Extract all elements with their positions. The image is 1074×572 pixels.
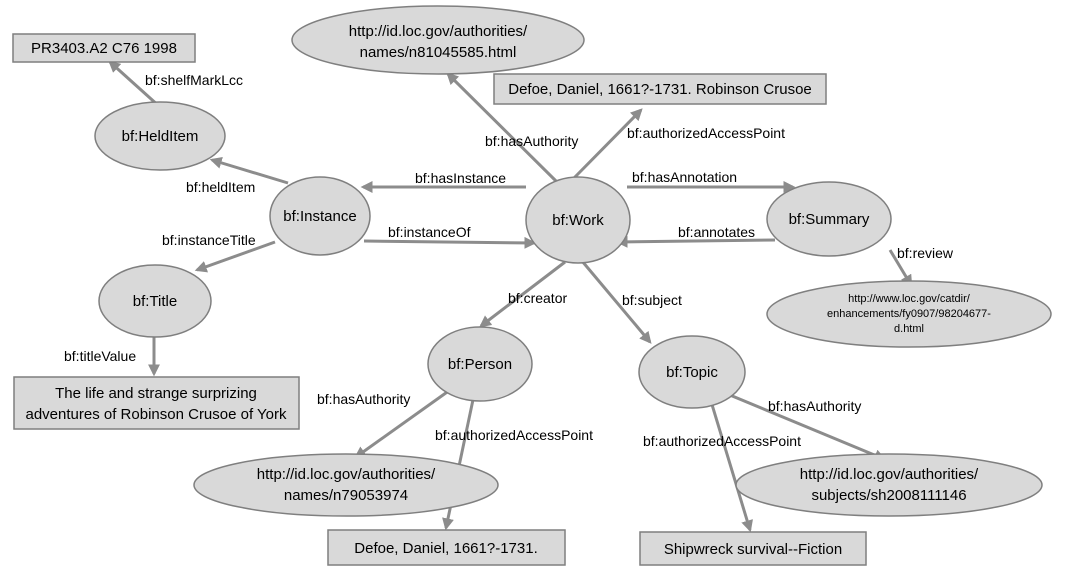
title-value-line-1: The life and strange surprizing xyxy=(55,385,257,402)
person-authority-node: http://id.loc.gov/authorities/ names/n79… xyxy=(193,453,499,517)
summary-node-label: bf:Summary xyxy=(789,211,870,228)
review-url-line-3: d.html xyxy=(894,323,924,335)
edge-label-hasannotation: bf:hasAnnotation xyxy=(632,169,737,185)
edge-person-hasauthority-line xyxy=(354,388,451,459)
instance-node: bf:Instance xyxy=(269,176,371,256)
helditem-node-label: bf:HeldItem xyxy=(122,128,199,145)
edge-label-instanceof: bf:instanceOf xyxy=(388,224,471,240)
edge-label-helditem: bf:heldItem xyxy=(186,179,255,195)
topic-authority-line-2: subjects/sh2008111146 xyxy=(811,487,966,504)
edge-label-work-hasauthority: bf:hasAuthority xyxy=(485,133,578,149)
edge-label-work-accesspoint: bf:authorizedAccessPoint xyxy=(627,125,785,141)
person-authority-line-1: http://id.loc.gov/authorities/ xyxy=(257,466,436,483)
topic-node-label: bf:Topic xyxy=(666,364,718,381)
work-authority-line-1: http://id.loc.gov/authorities/ xyxy=(349,23,528,40)
edge-topic-hasauthority-line xyxy=(724,391,887,461)
shelfmark-node: PR3403.A2 C76 1998 xyxy=(12,33,196,63)
title-node: bf:Title xyxy=(98,264,212,338)
topic-access-point-label: Shipwreck survival--Fiction xyxy=(664,541,842,558)
work-access-point-node: Defoe, Daniel, 1661?-1731. Robinson Crus… xyxy=(493,73,827,105)
edge-instanceof-line xyxy=(363,236,537,249)
person-node-label: bf:Person xyxy=(448,356,512,373)
edge-label-person-hasauthority: bf:hasAuthority xyxy=(317,391,410,407)
person-authority-line-2: names/n79053974 xyxy=(284,487,408,504)
topic-authority-node: http://id.loc.gov/authorities/ subjects/… xyxy=(735,453,1043,517)
title-value-node: The life and strange surprizing adventur… xyxy=(13,376,300,430)
edge-label-instancetitle: bf:instanceTitle xyxy=(162,232,256,248)
edge-topic-accesspoint-line xyxy=(708,397,753,533)
edge-annotates-line xyxy=(615,235,776,248)
edge-label-hasinstance: bf:hasInstance xyxy=(415,170,506,186)
edge-label-person-accesspoint: bf:authorizedAccessPoint xyxy=(435,427,593,443)
topic-node: bf:Topic xyxy=(638,335,746,409)
edge-label-topic-accesspoint: bf:authorizedAccessPoint xyxy=(643,433,801,449)
edge-creator-line xyxy=(479,260,566,328)
work-node-label: bf:Work xyxy=(552,212,604,229)
title-node-label: bf:Title xyxy=(133,293,177,310)
edge-label-shelfmark: bf:shelfMarkLcc xyxy=(145,72,243,88)
review-url-line-2: enhancements/fy0907/98204677- xyxy=(827,308,991,320)
work-access-point-label: Defoe, Daniel, 1661?-1731. Robinson Crus… xyxy=(508,81,812,98)
edge-label-creator: bf:creator xyxy=(508,290,567,306)
topic-access-point-node: Shipwreck survival--Fiction xyxy=(639,531,867,566)
edge-label-topic-hasauthority: bf:hasAuthority xyxy=(768,398,861,414)
work-node: bf:Work xyxy=(525,176,631,264)
edge-label-titlevalue: bf:titleValue xyxy=(64,348,136,364)
edge-work-hasauthority-line xyxy=(446,72,559,184)
person-access-point-node: Defoe, Daniel, 1661?-1731. xyxy=(327,529,566,566)
nodes: PR3403.A2 C76 1998 bf:HeldItem bf:Instan… xyxy=(12,5,1052,566)
edge-work-accesspoint-line xyxy=(572,108,643,180)
edge-shelfmark-line xyxy=(108,60,162,109)
instance-node-label: bf:Instance xyxy=(283,208,356,225)
topic-authority-line-1: http://id.loc.gov/authorities/ xyxy=(800,466,979,483)
work-authority-line-2: names/n81045585.html xyxy=(360,44,517,61)
edge-review-line xyxy=(888,249,913,288)
edge-labels: bf:shelfMarkLcc bf:heldItem bf:instanceT… xyxy=(64,72,954,449)
person-access-point-label: Defoe, Daniel, 1661?-1731. xyxy=(354,540,537,557)
edge-subject-line xyxy=(580,260,652,344)
shelfmark-node-label: PR3403.A2 C76 1998 xyxy=(31,40,177,57)
edges xyxy=(108,60,913,533)
helditem-node: bf:HeldItem xyxy=(94,101,226,171)
edge-helditem-line xyxy=(209,157,289,185)
review-url-node: http://www.loc.gov/catdir/ enhancements/… xyxy=(766,280,1052,348)
summary-node: bf:Summary xyxy=(766,181,892,257)
review-url-line-1: http://www.loc.gov/catdir/ xyxy=(848,293,971,305)
edge-instancetitle-line xyxy=(194,240,276,273)
edge-label-subject: bf:subject xyxy=(622,292,682,308)
person-node: bf:Person xyxy=(427,326,533,402)
edge-label-review: bf:review xyxy=(897,245,954,261)
edge-label-annotates: bf:annotates xyxy=(678,224,755,240)
title-value-line-2: adventures of Robinson Crusoe of York xyxy=(26,406,287,423)
work-authority-node: http://id.loc.gov/authorities/ names/n81… xyxy=(291,5,585,75)
